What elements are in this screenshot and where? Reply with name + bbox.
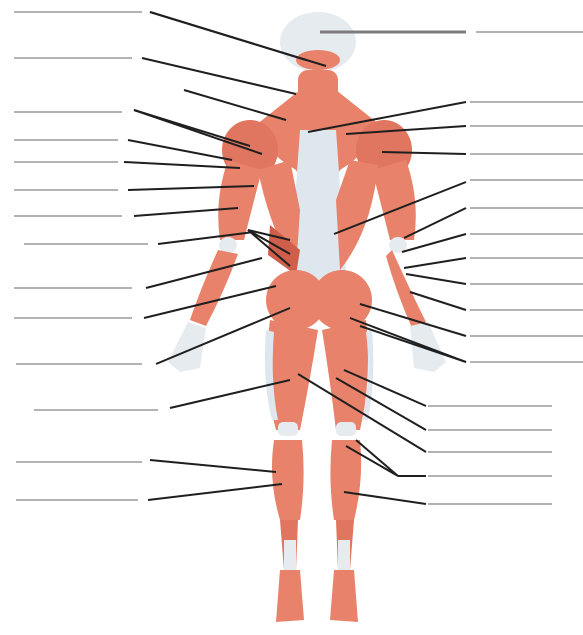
triceps-left <box>218 160 262 240</box>
foot-left <box>276 570 304 622</box>
left-label-blanks <box>14 12 158 500</box>
triceps-right <box>372 160 416 240</box>
knee-right <box>336 422 356 436</box>
forearm-right <box>386 250 426 328</box>
achilles-right <box>338 540 350 572</box>
leader-line <box>184 90 286 120</box>
achilles-left <box>284 540 296 572</box>
leader-line <box>124 162 240 168</box>
elbow-left <box>219 237 237 253</box>
foot-right <box>330 570 358 622</box>
hand-left <box>168 322 206 372</box>
gastrocnemius-left <box>272 440 304 520</box>
leader-line <box>356 440 398 476</box>
leader-line <box>148 484 282 500</box>
leader-line <box>128 140 232 160</box>
leader-line <box>150 460 276 472</box>
latissimus-right <box>336 160 378 270</box>
leader-line <box>404 258 466 268</box>
leader-line <box>406 274 466 284</box>
knee-left <box>278 422 298 436</box>
leader-line <box>142 58 296 94</box>
right-label-blanks <box>428 32 583 504</box>
forearm-left <box>190 250 238 326</box>
